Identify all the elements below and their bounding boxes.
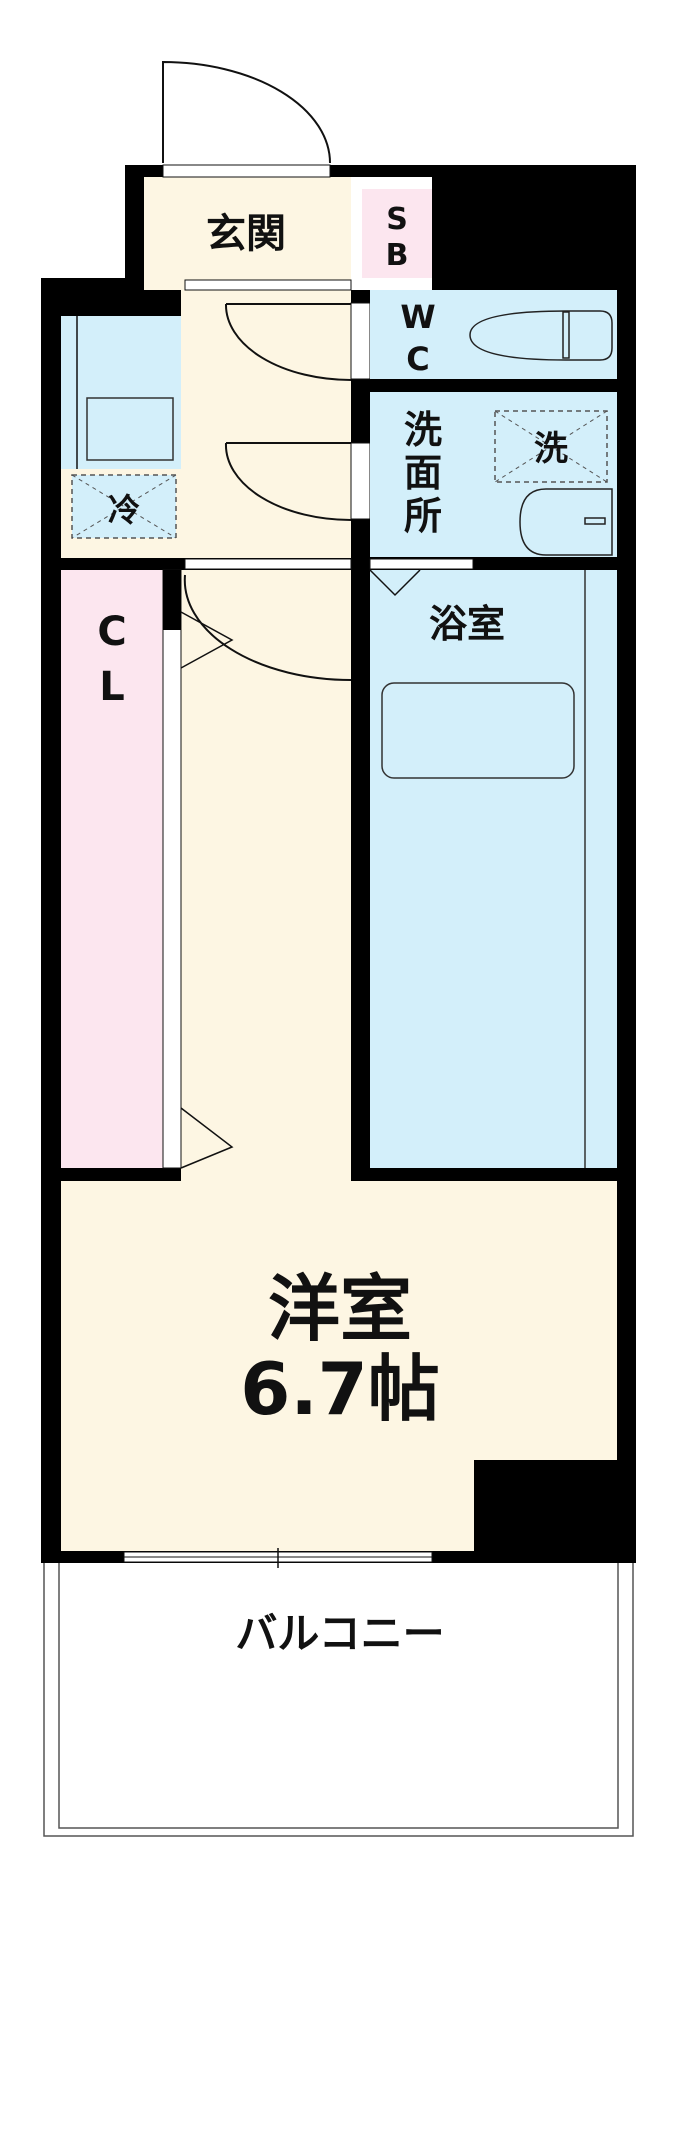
bathroom-label: 浴室 [429,602,505,646]
entrance-label: 玄関 [206,211,286,257]
washroom-label-3: 所 [404,494,442,538]
fridge-space: 冷 [71,474,177,539]
wall-lower-right [351,1168,636,1181]
fridge-label: 冷 [108,491,140,529]
bathtub-icon [381,682,575,779]
entrance-door [162,60,331,164]
bathroom-floor [370,570,617,1168]
shoe-box-label-b: B [386,238,409,273]
western-room-label: 洋室 [268,1267,412,1351]
shoe-box [362,189,432,278]
shoe-box-label-s: S [386,202,408,237]
wall-block-ne [432,165,636,290]
balcony [43,1563,634,1837]
wc-label-c: C [406,340,429,378]
wc-label-w: W [400,298,435,336]
hallway-doors [183,303,352,682]
washer-label: 洗 [534,429,568,469]
closet-door-markers [180,611,234,1169]
wall-left [41,278,61,1563]
balcony-label: バルコニー [235,1609,444,1658]
wall-entrance-left [125,165,144,290]
closet-label-c: C [97,609,126,655]
washbasin-icon [519,488,613,556]
wall-lower [41,1168,181,1181]
toilet-icon [469,310,613,361]
washer-space: 洗 [494,410,608,483]
closet-label-l: L [99,664,125,710]
washroom-label-2: 面 [404,451,442,495]
wall-center [351,290,370,1181]
balcony-window [123,1548,433,1568]
wall-right [617,165,636,1563]
bath-door-marker [369,569,421,597]
hallway-floor [181,278,351,558]
wall-wc-wash [351,379,636,392]
washroom-label-1: 洗 [404,408,442,452]
entrance-floor [144,177,351,290]
kitchen-sink [86,397,174,461]
hallway-lower [181,570,351,1181]
closet-floor [61,570,163,1168]
western-room-size: 6.7帖 [240,1347,440,1431]
